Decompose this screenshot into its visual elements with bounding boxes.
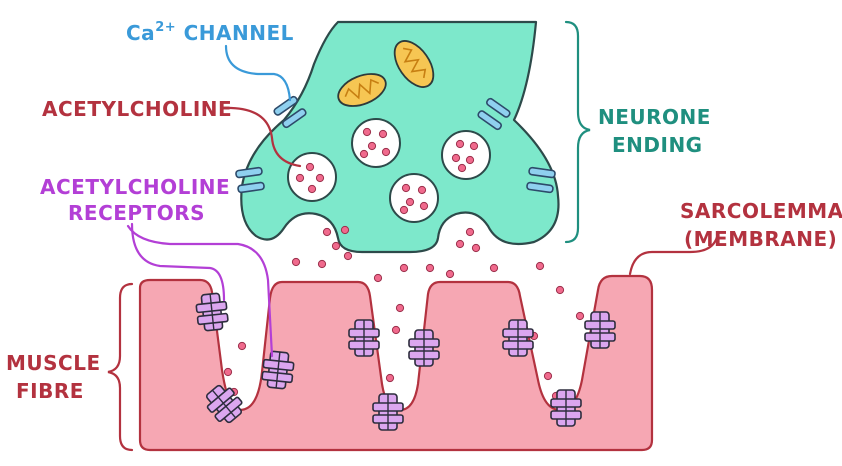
vesicle-icon bbox=[351, 118, 401, 168]
receptors-label-line2: RECEPTORS bbox=[68, 201, 205, 225]
muscle-label-line2: FIBRE bbox=[16, 379, 84, 403]
mitochondrion-icon bbox=[393, 40, 435, 88]
acetylcholine-leader bbox=[220, 106, 302, 168]
neurone-label-line1: NEURONE bbox=[598, 105, 711, 129]
mitochondrion-icon bbox=[337, 73, 387, 107]
muscle-brace bbox=[107, 282, 134, 452]
receptors-leader-2 bbox=[126, 224, 274, 358]
ca-channel-leader bbox=[224, 44, 292, 102]
muscle-label-line1: MUSCLE bbox=[6, 351, 101, 375]
released-acetylcholine bbox=[223, 225, 585, 401]
vesicle-icon bbox=[389, 173, 439, 223]
sarcolemma-leader bbox=[628, 230, 720, 276]
receptors-label-line1: ACETYLCHOLINE bbox=[40, 175, 230, 199]
ca-channel-label: Ca2+ CHANNEL bbox=[126, 20, 294, 45]
vesicle-icon bbox=[287, 152, 337, 202]
vesicle-icon bbox=[441, 130, 491, 180]
acetylcholine-label: ACETYLCHOLINE bbox=[42, 97, 232, 121]
neurone-label-line2: ENDING bbox=[612, 133, 703, 157]
sarcolemma-label-line1: SARCOLEMMA bbox=[680, 199, 842, 223]
neurone-brace bbox=[564, 20, 591, 244]
sarcolemma-label-line2: (MEMBRANE) bbox=[684, 227, 837, 251]
receptors-leader-1 bbox=[130, 222, 226, 302]
